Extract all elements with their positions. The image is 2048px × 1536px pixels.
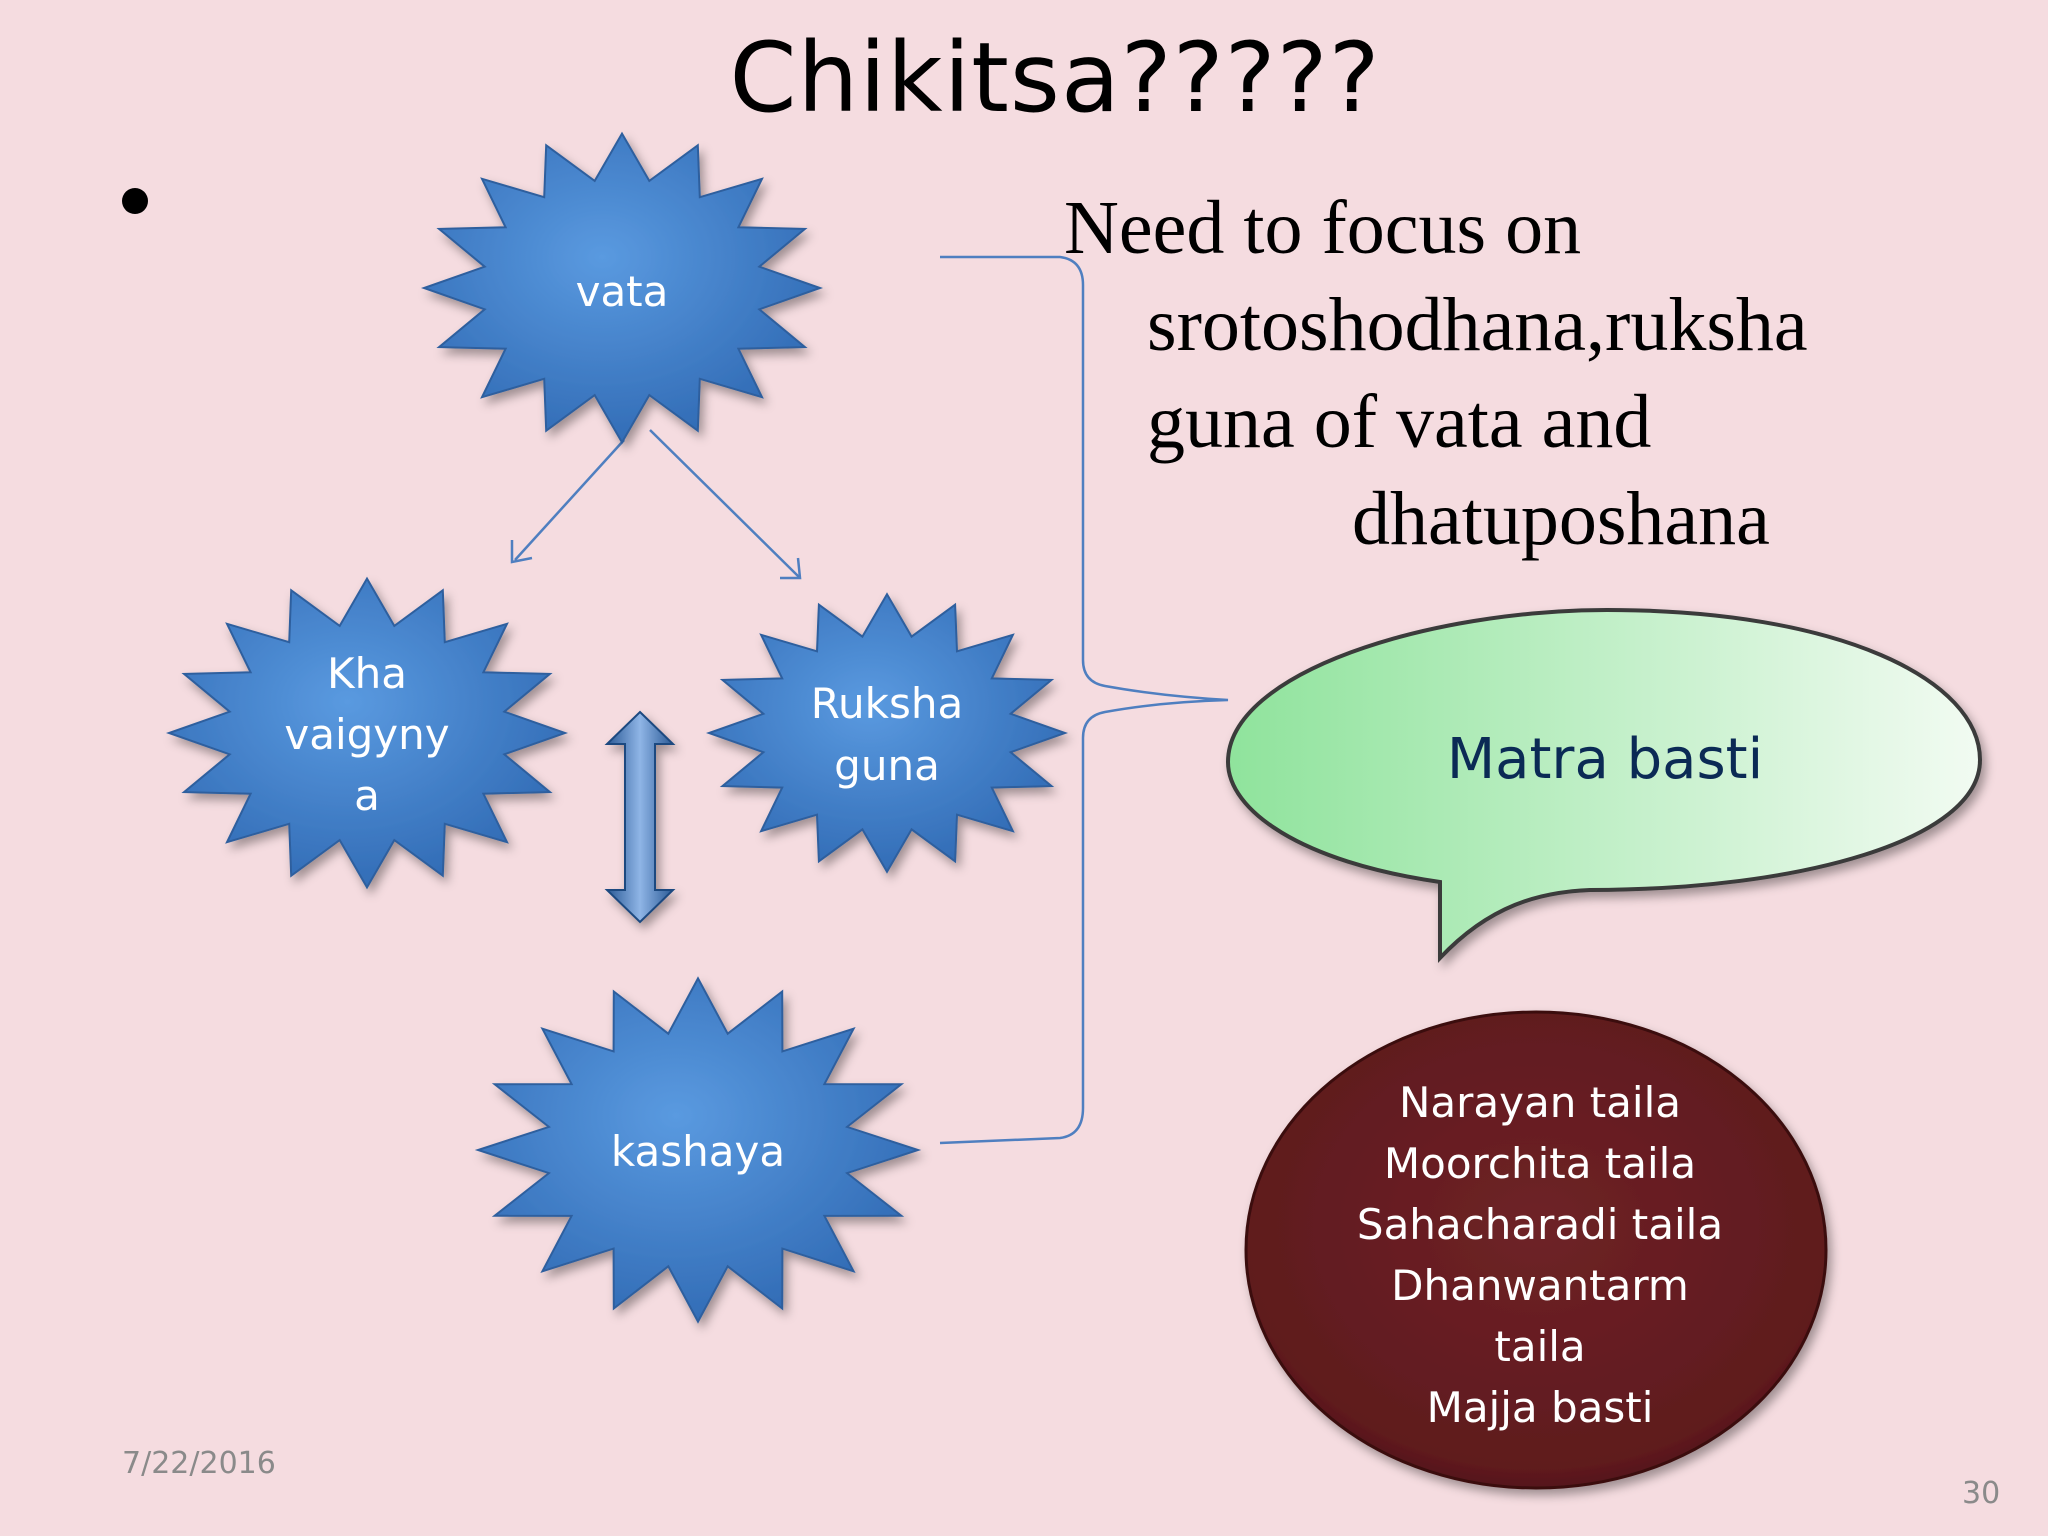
footer-date: 7/22/2016	[122, 1446, 276, 1481]
node-kha-label-2: vaigyny	[284, 710, 449, 759]
node-ruksha-label-1: Ruksha	[811, 679, 963, 728]
focus-line-1: Need to focus on	[1064, 186, 1582, 270]
double-arrow-icon	[604, 710, 676, 924]
node-kashaya-star	[474, 976, 922, 1324]
focus-line-3: guna of vata and	[1147, 380, 1652, 464]
oil-item: Moorchita taila	[1383, 1139, 1697, 1188]
focus-line-4: dhatuposhana	[1352, 477, 1770, 561]
focus-text: Need to focus on srotoshodhana,ruksha gu…	[1064, 180, 2024, 568]
arrow-vata-to-ruksha	[649, 429, 801, 579]
arrow-vata-to-kha	[514, 439, 625, 561]
focus-line-2: srotoshodhana,ruksha	[1147, 283, 1808, 367]
matra-basti-callout	[1225, 607, 1983, 964]
slide-title: Chikitsa?????	[729, 22, 1381, 134]
bullet-dot	[122, 188, 148, 214]
oil-item: Sahacharadi taila	[1356, 1200, 1724, 1249]
oil-item: Narayan taila	[1398, 1078, 1681, 1127]
oil-item: Dhanwantarm	[1391, 1261, 1689, 1310]
oil-item: Majja basti	[1426, 1383, 1654, 1432]
page-number: 30	[1962, 1476, 2001, 1511]
oils-list: Narayan taila Moorchita taila Sahacharad…	[1260, 1072, 1820, 1438]
node-ruksha-label-2: guna	[834, 741, 940, 790]
node-kha-label-3: a	[354, 771, 380, 820]
node-kashaya-label: kashaya	[611, 1127, 785, 1176]
node-kha-star	[165, 576, 569, 890]
node-kha-label-1: Kha	[327, 649, 407, 698]
node-vata-star	[420, 131, 824, 445]
node-ruksha-star	[705, 592, 1069, 874]
grouping-brace	[939, 255, 1229, 1145]
oils-oval	[1244, 1010, 1828, 1490]
oil-item: taila	[1494, 1322, 1586, 1371]
node-vata-label: vata	[576, 267, 669, 316]
callout-label: Matra basti	[1447, 727, 1763, 792]
